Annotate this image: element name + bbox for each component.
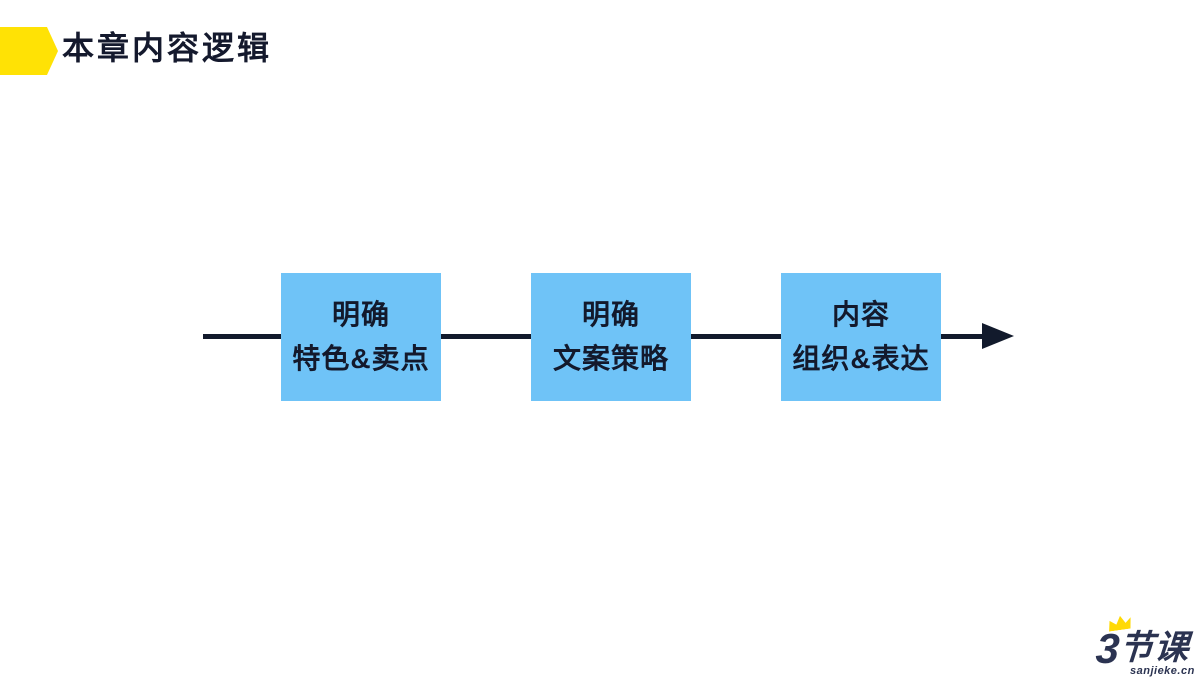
brand-wordmark: 3节课 [1094, 625, 1191, 672]
flow-step-copy-strategy: 明确 文案策略 [531, 273, 691, 401]
brand-logo: 3节课 sanjieke.cn [1082, 608, 1200, 678]
title-accent-arrow-icon [0, 27, 58, 75]
flow-step-line2: 文案策略 [552, 343, 669, 374]
page-title: 本章内容逻辑 [62, 30, 273, 66]
flow-step-line1: 内容 [831, 299, 890, 330]
flow-step-line1: 明确 [331, 299, 390, 330]
flow-step-features: 明确 特色&卖点 [281, 273, 441, 401]
flow-step-line2: 组织&表达 [792, 343, 930, 374]
brand-domain: sanjieke.cn [1130, 665, 1195, 677]
flow-step-line1: 明确 [581, 299, 640, 330]
flow-step-line2: 特色&卖点 [292, 343, 430, 374]
flow-arrowhead-icon [982, 323, 1014, 349]
brand-chars: 节课 [1118, 629, 1191, 667]
flow-step-content-expression: 内容 组织&表达 [781, 273, 941, 401]
